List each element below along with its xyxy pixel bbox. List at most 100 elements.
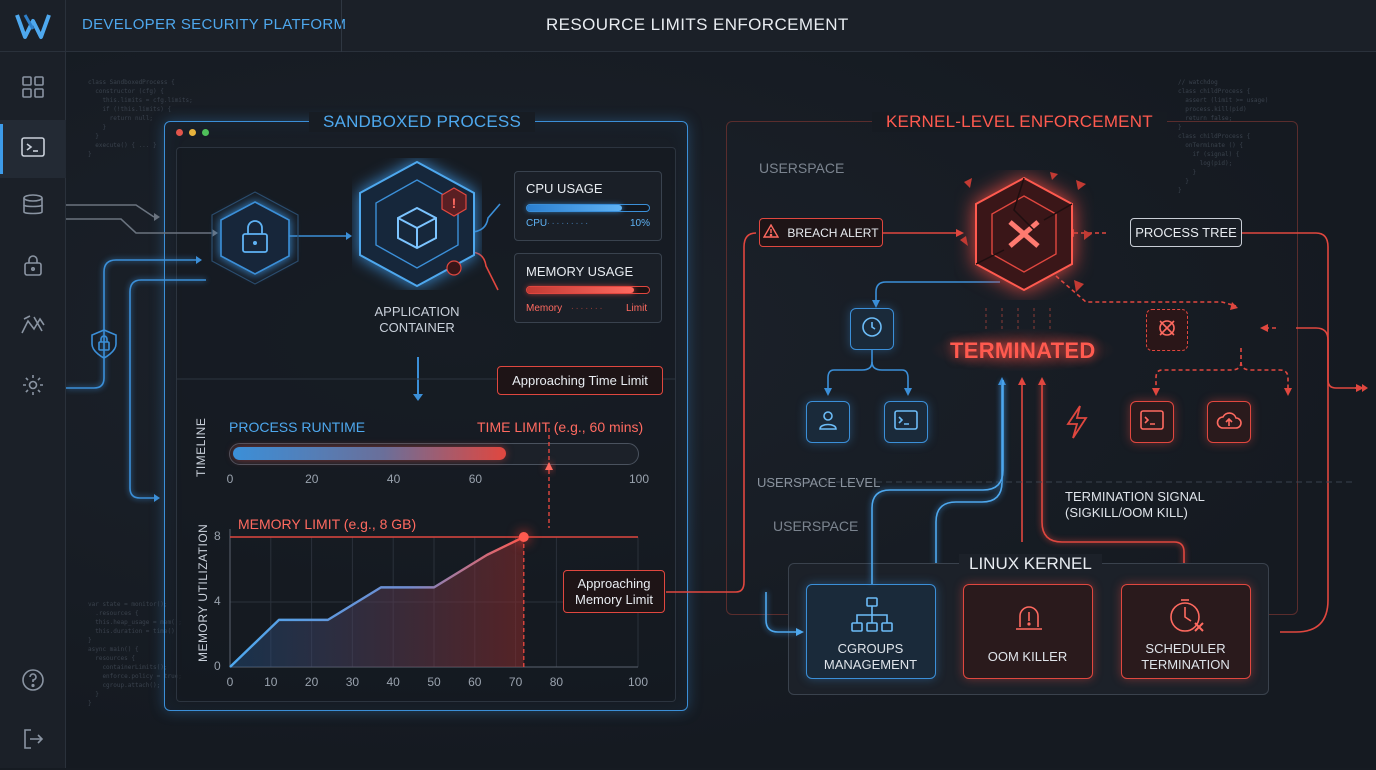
memory-callout-line1: Approaching [577, 575, 651, 591]
oom-killer-card[interactable]: OOM KILLER [963, 584, 1093, 679]
gear-icon [21, 373, 45, 402]
help-icon [21, 668, 45, 697]
terminated-status: TERMINATED [950, 338, 1096, 363]
scheduler-termination-card[interactable]: SCHEDULER TERMINATION [1121, 584, 1251, 679]
cloud-icon [1216, 410, 1242, 435]
userspace-bottom-label: USERSPACE [773, 518, 859, 534]
cpu-progress-bar [526, 204, 650, 212]
background-code: // watchdog class childProcess { assert … [1178, 79, 1269, 194]
sandboxed-process-title: SANDBOXED PROCESS [309, 112, 536, 132]
database-icon [21, 193, 45, 222]
killed-process-icon [1156, 317, 1178, 344]
memory-limit-hit-point [518, 532, 529, 542]
cgroups-feed-line [756, 252, 826, 652]
maximize-dot-icon[interactable] [202, 129, 209, 136]
sandbox-connectors [66, 203, 676, 502]
cpu-leader-dots: ......... [547, 216, 591, 227]
chart-x-tick-label: 10 [264, 675, 278, 689]
timeline-tick-label: 0 [226, 472, 234, 486]
kernel-enforcement-title: KERNEL-LEVEL ENFORCEMENT [872, 112, 1167, 132]
cpu-usage-card[interactable]: CPU USAGE CPU ......... 10% [514, 171, 662, 241]
chart-x-tick-label: 70 [508, 675, 523, 689]
process-runtime-label: PROCESS RUNTIME [229, 419, 366, 435]
user-process-node[interactable] [806, 401, 850, 443]
window-controls [176, 129, 209, 136]
terminal-window-icon [894, 409, 918, 435]
cpu-label: CPU [526, 218, 548, 229]
secure-gateway-lock-icon [204, 188, 306, 293]
divider [341, 0, 342, 52]
cgroups-label-line1: CGROUPS [837, 641, 904, 656]
chart-y-tick-label: 0 [214, 659, 221, 673]
container-label-line1: APPLICATION [374, 304, 460, 319]
terminal-icon [21, 135, 45, 164]
hierarchy-icon [850, 597, 894, 638]
top-bar: DEVELOPER SECURITY PLATFORM RESOURCE LIM… [66, 0, 1376, 52]
logout-icon [21, 727, 45, 756]
killed-process-node[interactable] [1146, 309, 1188, 351]
cpu-usage-title: CPU USAGE [526, 181, 603, 196]
scheduler-label-line1: SCHEDULER [1145, 641, 1226, 656]
process-monitor-node[interactable] [850, 308, 894, 350]
time-callout-text: Approaching Time Limit [512, 373, 648, 388]
background-code: class SandboxedProcess { constructor (cf… [88, 79, 193, 158]
cgroups-label-line2: MANAGEMENT [823, 657, 918, 672]
timeline-tick-label: 20 [305, 472, 319, 486]
svg-text:!: ! [452, 195, 457, 211]
breach-alert-text: BREACH ALERT [787, 225, 879, 240]
timer-cancel-icon [1167, 597, 1207, 640]
chart-x-tick-label: 50 [427, 675, 441, 689]
process-runtime-bar [229, 443, 639, 465]
killed-cloud-node[interactable] [1207, 401, 1251, 443]
network-icon [20, 313, 46, 342]
process-runtime-fill [233, 447, 507, 460]
breach-alert-badge[interactable]: BREACH ALERT [759, 218, 883, 247]
memory-leader-dots: ....... [571, 301, 605, 312]
killed-terminal-node[interactable] [1130, 401, 1174, 443]
cgroups-management-card[interactable]: CGROUPS MANAGEMENT [806, 584, 936, 679]
memory-label: Memory [526, 303, 563, 314]
refresh-clock-icon [860, 315, 884, 344]
memory-callout-line2: Memory Limit [574, 591, 653, 607]
sidebar-item-database[interactable] [0, 178, 66, 236]
memory-limit-label: Limit [626, 303, 648, 314]
sidebar-item-logout[interactable] [0, 712, 66, 770]
sidebar [0, 0, 66, 768]
memory-progress-fill [527, 287, 635, 293]
timeline-tick-label: 40 [386, 472, 401, 486]
chart-y-tick-label: 4 [214, 594, 221, 608]
brand-name[interactable]: DEVELOPER SECURITY PLATFORM [82, 16, 347, 33]
background-code: var state = monitor(); .resources { this… [88, 601, 182, 707]
approaching-memory-limit-callout: Approaching Memory Limit [563, 570, 665, 613]
user-icon [817, 409, 839, 436]
userspace-top-label: USERSPACE [759, 160, 845, 176]
timeline-tick-label: 60 [468, 472, 483, 486]
terminal-process-node[interactable] [884, 401, 928, 443]
sidebar-item-network[interactable] [0, 298, 66, 356]
minimize-dot-icon[interactable] [189, 129, 196, 136]
sidebar-item-help[interactable] [0, 653, 66, 711]
chart-x-tick-label: 100 [627, 675, 649, 689]
close-dot-icon[interactable] [176, 129, 183, 136]
application-container-icon[interactable]: ! [352, 158, 482, 295]
breached-process-icon [954, 170, 1094, 305]
chart-x-tick-label: 30 [345, 675, 360, 689]
time-limit-marker [545, 428, 553, 528]
sidebar-item-dashboard[interactable] [0, 60, 66, 118]
process-tree-text: PROCESS TREE [1135, 225, 1237, 240]
app-logo[interactable] [0, 0, 66, 52]
sidebar-item-terminal[interactable] [0, 120, 66, 178]
shield-lock-icon [90, 328, 118, 365]
sidebar-item-settings[interactable] [0, 358, 66, 416]
chart-x-tick-label: 20 [304, 675, 319, 689]
chart-x-tick-label: 0 [226, 675, 234, 689]
memory-usage-line [229, 535, 525, 668]
memory-limit-label: MEMORY LIMIT (e.g., 8 GB) [238, 516, 417, 532]
memory-usage-card[interactable]: MEMORY USAGE Memory ....... Limit [514, 253, 662, 323]
cpu-progress-fill [527, 205, 623, 211]
page-title: RESOURCE LIMITS ENFORCEMENT [546, 15, 849, 34]
timeline-tick-label: 100 [628, 472, 650, 486]
process-tree-badge[interactable]: PROCESS TREE [1130, 218, 1242, 247]
memory-area-fill [230, 537, 524, 667]
sidebar-item-security[interactable] [0, 238, 66, 296]
